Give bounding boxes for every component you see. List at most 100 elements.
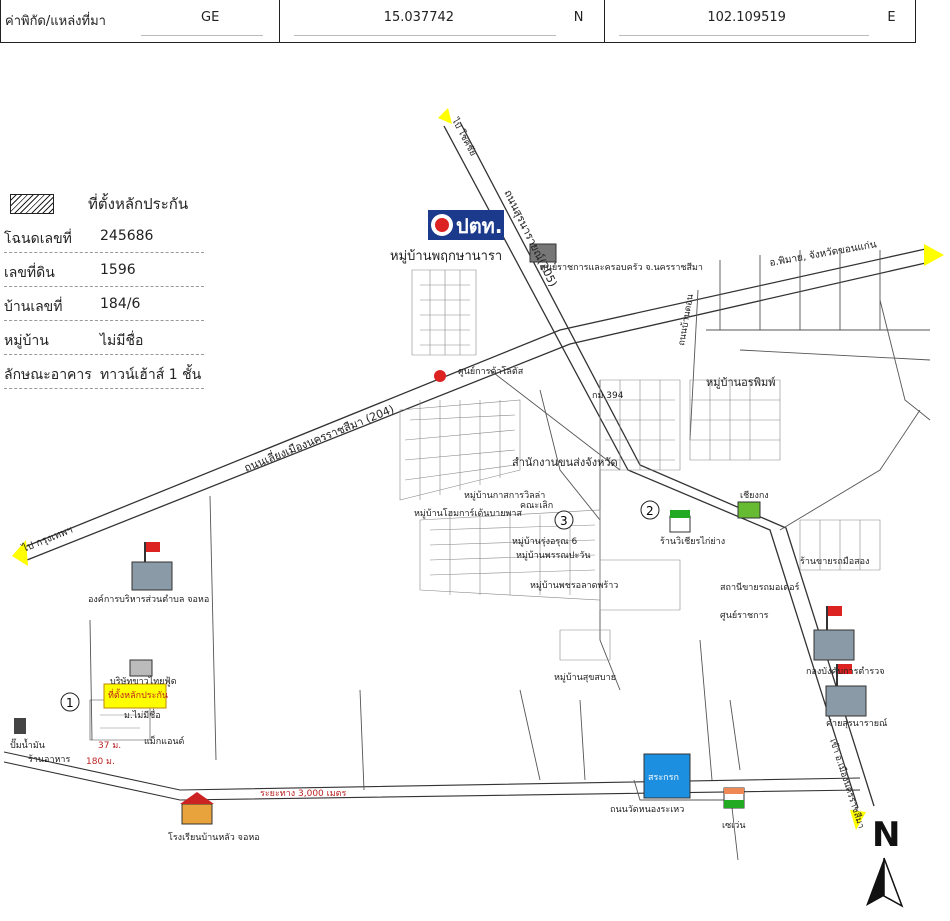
battalion-icon: [813, 606, 855, 661]
label-gov-office: ศูนย์ราชการ: [720, 609, 769, 621]
ptt-logo: ปตท.: [428, 210, 504, 240]
label-lotus: ศูนย์การค้าโลตัส: [458, 365, 524, 377]
coord-source-cell: ค่าพิกัด/แหล่งที่มา GE: [1, 0, 280, 42]
label-gas-station: ปั๊มน้ำมัน: [10, 738, 45, 751]
gas-station-icon: [14, 718, 26, 734]
legend-row-building: ลักษณะอาคาร ทาวน์เฮ้าส์ 1 ชั้น: [4, 358, 204, 389]
legend-row-house: บ้านเลขที่ 184/6: [4, 290, 204, 321]
legend-key-house: บ้านเลขที่: [4, 299, 63, 315]
legend-value-village: ไม่มีชื่อ: [100, 333, 144, 349]
camp-icon: [825, 664, 867, 717]
label-soi: ถนนบ้านดอน: [676, 293, 696, 346]
hatch-swatch: [10, 194, 54, 214]
label-camp: ค่ายสุรนารายณ์: [826, 717, 887, 729]
label-subdistrict-office: องค์การบริหารส่วนตำบล จอหอ: [88, 593, 209, 605]
coord-lat-cell: 15.037742 N: [280, 0, 606, 42]
legend-key-deed: โฉนดเลขที่: [4, 231, 72, 247]
school-icon: [180, 792, 214, 825]
latitude-dir: N: [573, 10, 584, 25]
pond: [643, 753, 691, 799]
legend-value-land: 1596: [100, 262, 136, 278]
label-to-city: เข้า อ.เมืองนครราชสีมา: [827, 738, 866, 831]
coord-label: ค่าพิกัด/แหล่งที่มา: [5, 14, 106, 29]
label-dist-180: 180 ม.: [86, 757, 115, 767]
subdistrict-office-icon: [131, 542, 173, 591]
label-village-pruksa: หมู่บ้านพฤกษานารา: [390, 249, 502, 264]
collateral-box: [103, 683, 167, 709]
label-phimai: อ.พิมาย, จังหวัดขอนแก่น: [769, 239, 878, 269]
legend-row-village: หมู่บ้าน ไม่มีชื่อ: [4, 324, 204, 355]
label-collateral: ที่ตั้งหลักประกัน: [108, 688, 168, 701]
marker-2: 2: [640, 500, 660, 520]
company-icon: [129, 659, 153, 677]
road-bypass-204: [21, 247, 931, 563]
label-transport-office: สำนักงานขนส่งจังหวัด: [512, 456, 618, 469]
ptt-label: ปตท.: [456, 214, 502, 238]
label-village-a: หมู่บ้านกาสการวิลล่า: [464, 490, 545, 501]
label-km394: กม.394: [592, 391, 624, 401]
arrow-to-chokchai: [438, 108, 452, 124]
coord-lon-cell: 102.109519 E: [605, 0, 915, 42]
label-company: บริษัทขาวไทยฟู้ด: [110, 676, 177, 687]
label-battalion: กองบังคับการตำรวจ: [806, 666, 885, 677]
latitude-value: 15.037742: [383, 10, 455, 25]
legend-row-land: เลขที่ดิน 1596: [4, 256, 204, 287]
legend-value-house: 184/6: [100, 296, 141, 312]
legend-value-building: ทาวน์เฮ้าส์ 1 ชั้น: [100, 367, 202, 383]
label-seven: เซเว่น: [722, 821, 745, 831]
marker-1: 1: [60, 692, 80, 712]
north-arrow: N: [866, 815, 904, 908]
arrow-bangkok: [12, 540, 28, 566]
label-nongrahaeng-road: ถนนวัดหนองระเหว: [610, 805, 684, 815]
svg-text:3: 3: [560, 514, 568, 528]
arrow-to-city: [850, 810, 866, 830]
label-distance: ระยะทาง 3,000 เมตร: [260, 789, 346, 799]
label-village-e: หมู่บ้านพชรอลาดพร้าว: [530, 580, 618, 591]
label-village-c: หมู่บ้านรุ่งอรุณ 6: [512, 536, 577, 547]
road-surananee: [443, 121, 875, 809]
label-store: ร้านขายรถมือสอง: [800, 556, 869, 567]
family-center-icon: [529, 243, 557, 263]
label-makro: แม็กแอนด์: [144, 734, 185, 747]
minor-roads: [89, 250, 931, 861]
label-chiangkong: เชียงกง: [740, 490, 769, 501]
label-family-center: ศูนย์ราชการและครอบครัว จ.นครราชสีมา: [540, 261, 703, 273]
svg-text:2: 2: [646, 504, 654, 518]
label-school: โรงเรียนบ้านหลัว จอหอ: [168, 832, 260, 843]
label-bypass-road: ถนนเลี่ยงเมืองนครราชสีมา (204): [242, 401, 396, 475]
shop-icon: [669, 510, 691, 533]
label-village-d: หมู่บ้านพรรณปะวัน: [516, 550, 591, 561]
legend-key-building: ลักษณะอาคาร: [4, 367, 92, 383]
label-market: คณะเลิก: [520, 500, 553, 511]
collateral-legend: ที่ตั้งหลักประกัน โฉนดเลขที่ 245686 เลขท…: [0, 184, 210, 424]
longitude-value: 102.109519: [707, 10, 786, 25]
marker-3: 3: [554, 510, 574, 530]
legend-key-village: หมู่บ้าน: [4, 333, 49, 349]
legend-title: ที่ตั้งหลักประกัน: [88, 195, 189, 213]
arrow-phimai: [924, 244, 944, 266]
coordinate-bar: ค่าพิกัด/แหล่งที่มา GE 15.037742 N 102.1…: [0, 0, 916, 43]
road-south: [3, 751, 861, 801]
legend-row-deed: โฉนดเลขที่ 245686: [4, 222, 204, 253]
label-shop: ร้านวิเชียรไก่ย่าง: [660, 536, 725, 547]
label-to-chokchai: ไป โชคชัย: [449, 115, 479, 158]
svg-text:1: 1: [66, 696, 74, 710]
legend-value-deed: 245686: [100, 228, 154, 244]
label-dist-37: 37 ม.: [98, 741, 121, 751]
north-label: N: [872, 815, 900, 855]
label-to-bangkok: ไป กรุงเทพฯ: [20, 524, 75, 555]
label-village-f: หมู่บ้านสุขสบาย: [554, 672, 616, 683]
longitude-dir: E: [887, 10, 896, 25]
chiangkong-icon: [737, 501, 761, 519]
label-surananee-road: ถนนสุรนารายณ์(205): [501, 188, 559, 289]
label-sales: สถานีขายรถมอเตอร์: [720, 581, 800, 593]
label-village-ornphim: หมู่บ้านอรพิมพ์: [706, 376, 775, 389]
coord-source: GE: [201, 10, 220, 25]
lotus-icon: [434, 370, 446, 382]
seven-eleven-icon: [723, 787, 745, 809]
label-village-b: หมู่บ้านโฮมการ์เด้นบายพาส: [414, 507, 522, 519]
label-pond: สระกรก: [648, 773, 679, 783]
legend-key-land: เลขที่ดิน: [4, 265, 55, 281]
label-restaurant: ร้านอาหาร: [28, 754, 70, 765]
